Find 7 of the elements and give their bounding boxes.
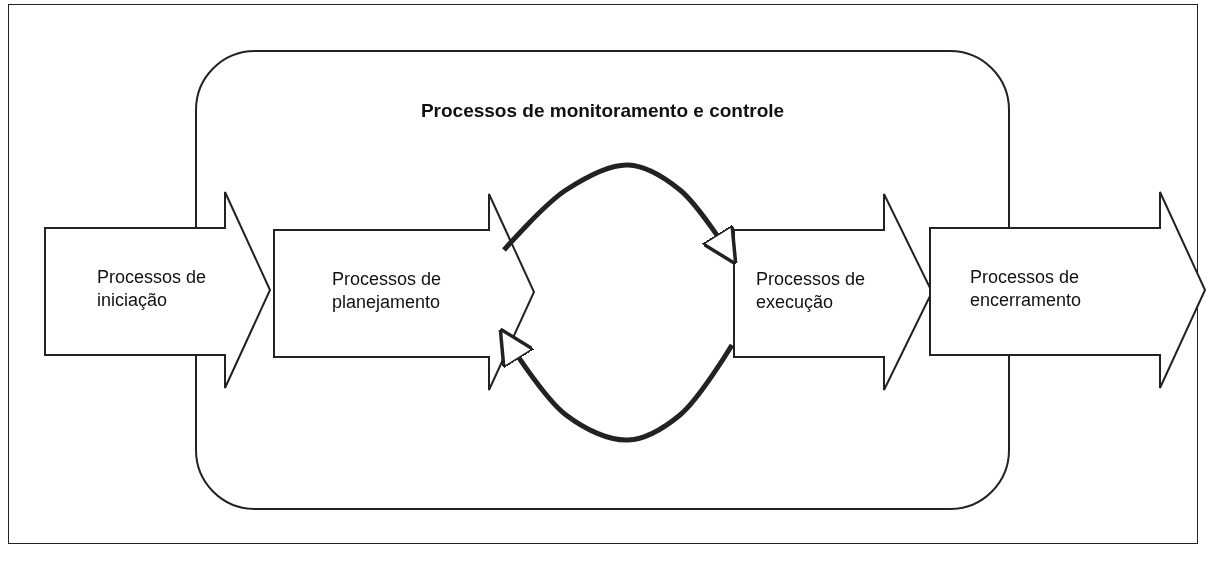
arrow-label: Processos de planejamento [332,268,443,315]
arrow-label: Processos de iniciação [97,266,208,313]
arrow-label: Processos de encerramento [970,266,1083,313]
cycle-arrow [502,162,738,266]
band-title: Processos de monitoramento e controle [419,100,786,122]
cycle-arrow [498,327,735,443]
arrow-label: Processos de execução [756,268,867,315]
